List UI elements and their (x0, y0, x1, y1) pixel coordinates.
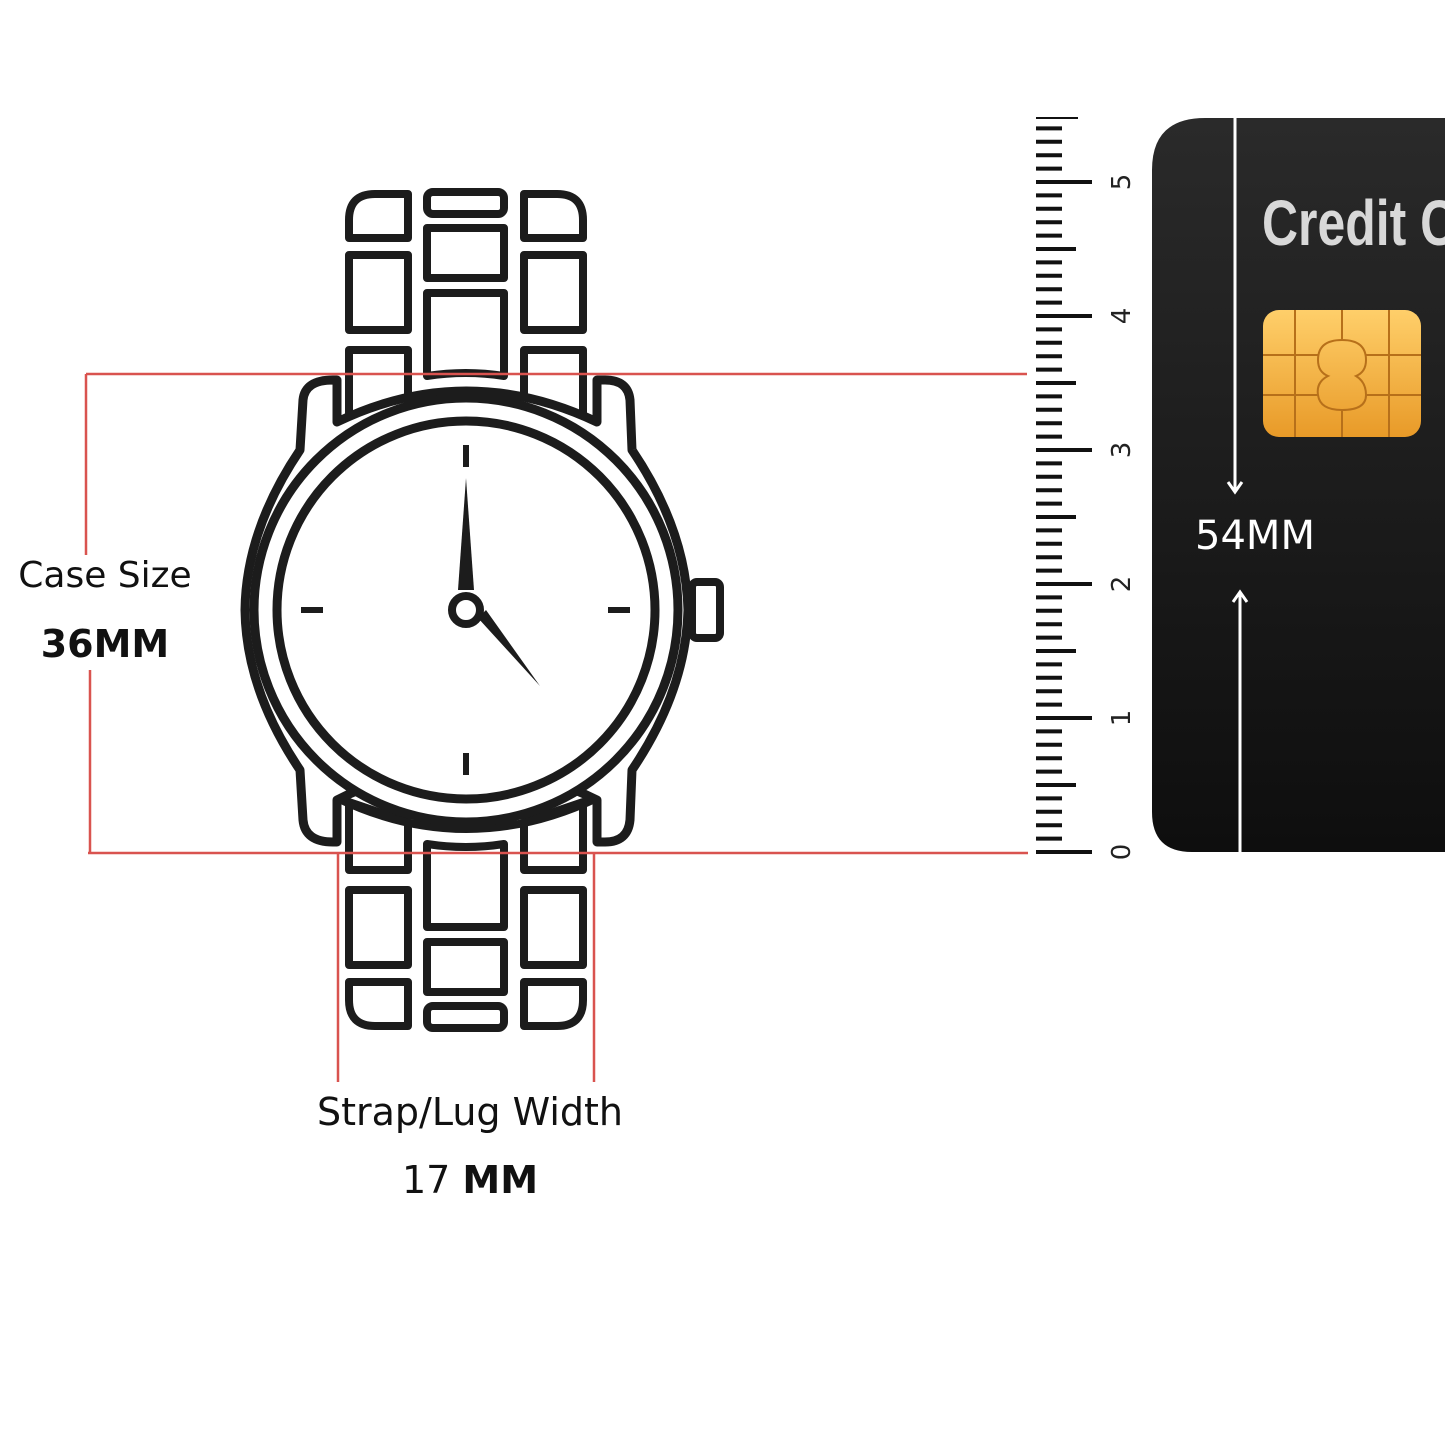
ruler-label: 3 (1107, 442, 1137, 459)
credit-card (1152, 118, 1445, 852)
card-dimension-arrows (1226, 118, 1249, 852)
strap-width-number: 17 (401, 1158, 451, 1202)
strap-width-value: 17 MM (270, 1158, 670, 1202)
band-bottom (337, 798, 597, 1028)
center-pin (448, 592, 484, 628)
ruler (1036, 117, 1092, 854)
case-size-value: 36MM (40, 622, 170, 666)
watch-illustration (240, 192, 724, 1028)
guide-lines (84, 372, 1028, 1082)
case-size-label: Case Size (18, 555, 192, 596)
ruler-label: 1 (1107, 710, 1137, 727)
hour-markers (301, 445, 630, 775)
chip-icon (1263, 310, 1421, 437)
card-dimension-label: 54MM (1195, 513, 1315, 559)
crown (688, 578, 724, 642)
strap-width-unit: MM (462, 1158, 539, 1202)
ruler-label: 5 (1107, 174, 1137, 191)
minute-hand (478, 610, 540, 686)
ruler-label: 0 (1107, 844, 1137, 861)
card-title: Credit C (1262, 187, 1445, 259)
strap-width-label: Strap/Lug Width (316, 1090, 624, 1134)
ruler-label: 2 (1107, 576, 1137, 593)
hour-hand (458, 478, 474, 590)
ruler-label: 4 (1107, 308, 1137, 325)
ruler-labels: 0 1 2 3 4 5 (1107, 174, 1137, 861)
